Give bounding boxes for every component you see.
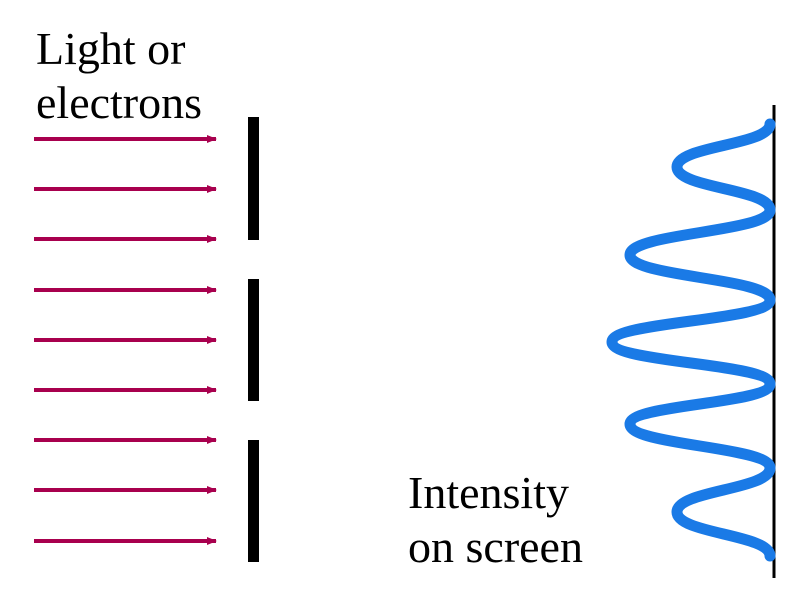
intensity-label-line1: Intensity bbox=[408, 467, 569, 518]
intensity-label-line2: on screen bbox=[408, 521, 583, 572]
source-label-line1: Light or bbox=[36, 23, 186, 74]
intensity-label: Intensity on screen bbox=[408, 466, 583, 574]
barrier-segment bbox=[248, 279, 259, 401]
incoming-rays bbox=[34, 135, 217, 545]
barrier-segment bbox=[248, 117, 259, 240]
intensity-pattern-curve bbox=[606, 118, 776, 562]
source-label: Light or electrons bbox=[36, 22, 202, 130]
slit-barrier bbox=[248, 117, 259, 562]
source-label-line2: electrons bbox=[36, 77, 203, 128]
barrier-segment bbox=[248, 440, 259, 562]
